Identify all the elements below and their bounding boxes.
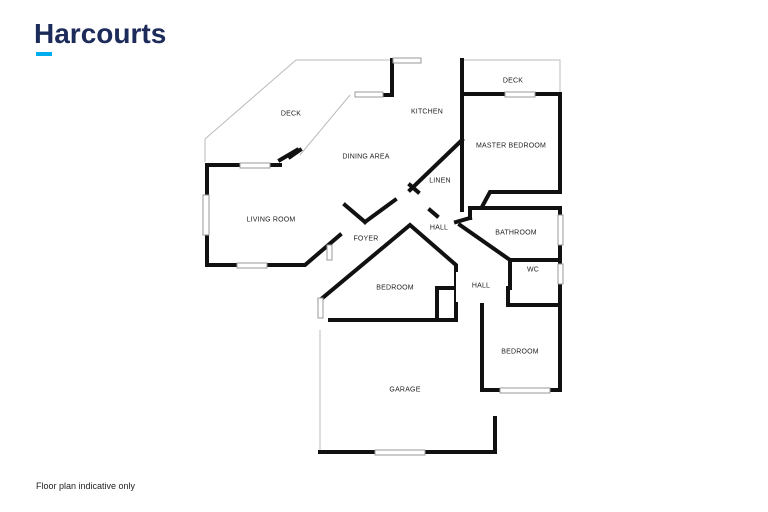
deck-right-outline xyxy=(462,59,561,94)
window xyxy=(504,91,536,98)
window xyxy=(499,387,551,394)
room-label-hall-lower: HALL xyxy=(471,282,491,290)
wall xyxy=(287,147,303,160)
room-label-bathroom: BATHROOM xyxy=(495,229,537,237)
dining-open-wall xyxy=(299,94,351,156)
wall xyxy=(407,137,465,193)
wall xyxy=(506,286,562,307)
window xyxy=(239,162,271,169)
window xyxy=(557,214,564,246)
room-label-living-room: LIVING ROOM xyxy=(246,216,296,224)
room-label-master-bedroom: MASTER BEDROOM xyxy=(475,142,547,150)
wall xyxy=(342,202,368,225)
room-label-deck-right: DECK xyxy=(502,77,524,85)
room-label-garage: GARAGE xyxy=(389,386,421,394)
brand-accent-bar xyxy=(36,52,52,56)
wall xyxy=(318,416,497,454)
door-openings xyxy=(456,272,462,302)
harcourts-logo: Harcourts xyxy=(34,14,204,56)
window xyxy=(202,194,210,236)
wall xyxy=(457,222,513,263)
wall xyxy=(317,222,458,322)
room-label-wc: WC xyxy=(526,266,540,274)
room-label-foyer: FOYER xyxy=(353,235,379,243)
wall xyxy=(407,182,421,195)
room-label-bedroom-right: BEDROOM xyxy=(501,348,539,356)
window xyxy=(374,449,426,456)
window xyxy=(317,297,324,319)
deck-left-outline xyxy=(204,59,392,162)
room-label-deck: DECK xyxy=(280,110,302,118)
brand-name: Harcourts xyxy=(34,18,167,49)
wall xyxy=(362,197,398,225)
room-label-dining-area: DINING AREA xyxy=(342,153,390,161)
wall xyxy=(453,215,473,225)
windows xyxy=(202,57,564,456)
window xyxy=(354,91,384,98)
floor-plan-disclaimer: Floor plan indicative only xyxy=(36,481,136,491)
window xyxy=(392,57,422,64)
wall xyxy=(427,207,440,219)
room-label-hall: HALL xyxy=(429,224,449,232)
window xyxy=(326,244,333,261)
room-label-kitchen: KITCHEN xyxy=(410,108,444,116)
wall xyxy=(205,163,343,267)
window xyxy=(557,263,564,285)
wall xyxy=(480,190,562,208)
room-label-linen: LINEN xyxy=(429,177,451,185)
door-gap xyxy=(456,272,462,302)
room-label-bedroom-center: BEDROOM xyxy=(376,284,414,292)
wall xyxy=(468,206,562,220)
window xyxy=(236,262,268,269)
wall xyxy=(480,303,562,392)
